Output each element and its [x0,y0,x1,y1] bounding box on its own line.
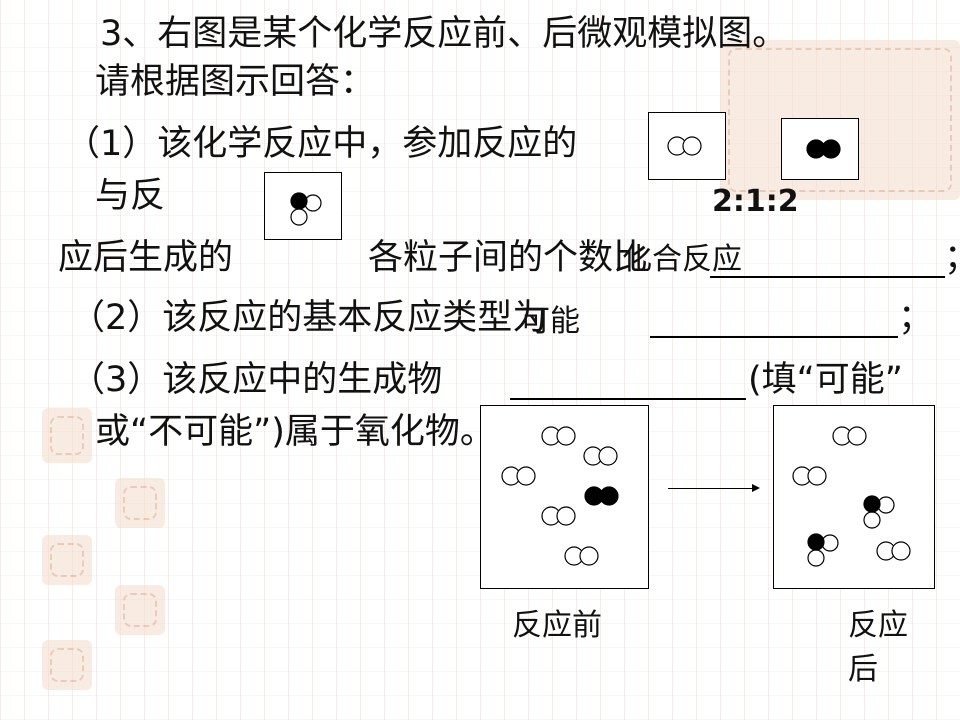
question-title-line2: 请根据图示回答： [95,62,376,102]
seal-watermark-small-2 [115,478,165,528]
q3-blank[interactable] [510,360,746,400]
before-molecules-svg [501,426,619,566]
q3-text-part1: （3）该反应中的生成物 [70,360,443,400]
q1-text-part2: 与反 [95,176,166,216]
q3-text-part2: (填“可能” [748,360,903,400]
legend-box-reactant-a [648,112,726,180]
seal-watermark-small-5 [42,640,92,690]
q2-blank[interactable] [650,298,898,338]
molecule-product-icon [290,192,322,226]
seal-watermark-small-1 [42,408,92,463]
molecule-two-black-icon [806,139,841,159]
q3-text-part3: 或“不可能”)属于氧化物。 [95,412,485,452]
answer3-text: 可能 [520,304,580,339]
before-label: 反应前 [512,608,602,643]
after-molecules-svg [792,426,911,567]
question-title-line1: 3、右图是某个化学反应前、后微观模拟图。 [100,14,788,54]
answer2-text: 化合反应 [622,242,742,277]
legend-box-product [264,172,342,240]
molecule-two-white-icon [667,136,702,156]
semicolon-2: ； [898,298,934,338]
legend-box-reactant-b [781,118,859,180]
seal-watermark-small-3 [42,535,92,585]
q1-text-part4: 各粒子间的个数比 [368,238,649,278]
q2-text: （2）该反应的基本反应类型为 [70,298,548,338]
reaction-arrow [668,484,760,492]
q1-text-part1: （1）该化学反应中，参加反应的 [65,124,578,164]
q1-text-part3: 应后生成的 [58,238,234,278]
q1-blank[interactable] [710,238,945,278]
semicolon-1: ； [944,238,960,278]
after-label: 反应后 [848,608,908,687]
seal-watermark-small-4 [115,585,165,635]
before-reaction-box [480,405,649,589]
ratio-answer: 2:1:2 [712,184,799,219]
after-reaction-box [773,405,935,589]
